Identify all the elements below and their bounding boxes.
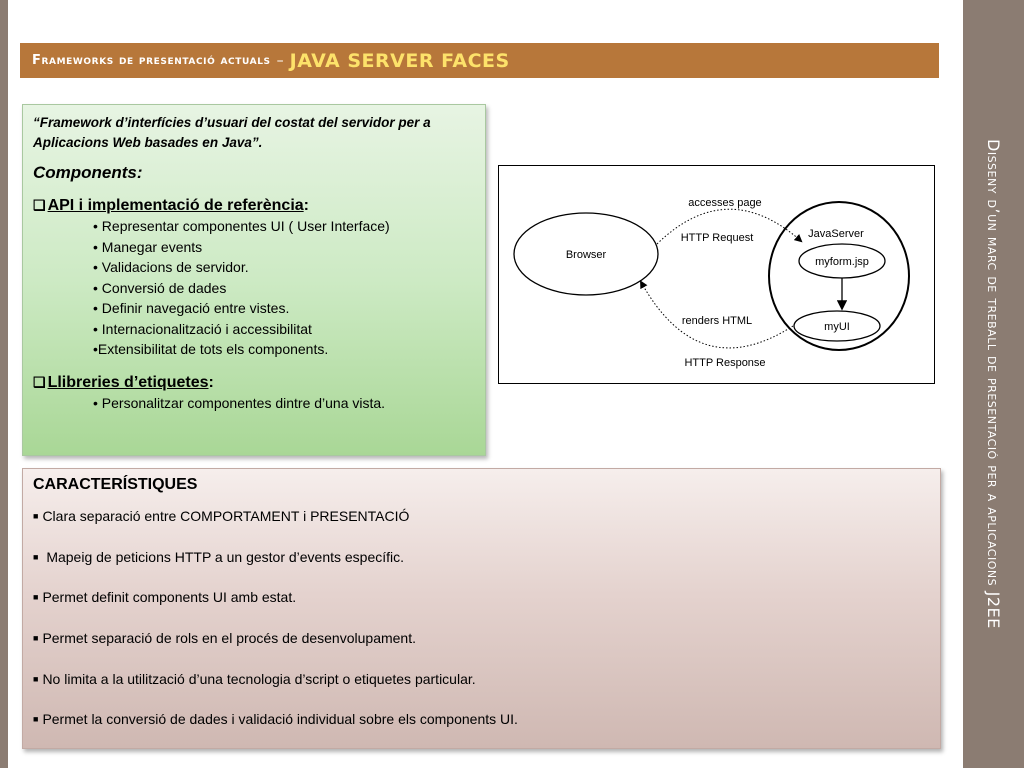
list-item: • Validacions de servidor. (93, 259, 249, 275)
list-item: • Conversió de dades (93, 279, 227, 296)
list-item: ■Permet definit components UI amb estat. (33, 587, 930, 607)
left-accent-bar (0, 0, 8, 768)
characteristics-box: CARACTERÍSTIQUES ■Clara separació entre … (22, 468, 941, 749)
square-bullet-icon: ■ (33, 714, 39, 725)
vertical-title-text: Disseny d’un marc de treball de presenta… (984, 139, 1003, 629)
list-item: • Personalitzar componentes dintre d’una… (93, 394, 386, 411)
list-item: • Representar componentes UI ( User Inte… (93, 218, 390, 234)
definition-box: “Framework d’interfícies d’usuari del co… (22, 104, 486, 456)
list-item: ■No limita a la utilització d’una tecnol… (33, 669, 930, 689)
characteristics-list: ■Clara separació entre COMPORTAMENT i PR… (33, 506, 930, 729)
response-arrow (640, 280, 794, 349)
slide-title-prefix: Frameworks de presentació actuals (32, 53, 271, 68)
section-heading-tags-suffix: : (208, 373, 214, 391)
list-item-text: Permet la conversió de dades i validació… (42, 711, 518, 728)
slide-title-bar: Frameworks de presentació actuals – JAVA… (20, 43, 939, 78)
list-item: • Manegar events (93, 238, 203, 255)
square-bullet-icon: ■ (33, 551, 39, 562)
right-title-bar (963, 0, 1024, 768)
list-item: • Internacionalització i accessibilitat (93, 320, 312, 337)
list-item: ■Permet separació de rols en el procés d… (33, 628, 930, 648)
tags-feature-list: • Personalitzar componentes dintre d’una… (93, 393, 475, 414)
browser-ellipse (513, 212, 659, 296)
square-bullet-icon: ■ (33, 511, 39, 521)
browser-label: Browser (566, 249, 607, 261)
section-heading-api: ❑API i implementació de referència: (33, 197, 475, 215)
characteristics-heading: CARACTERÍSTIQUES (33, 476, 198, 493)
square-bullet-icon: ■ (33, 592, 39, 603)
list-item-text: Mapeig de peticions HTTP a un gestor d’e… (42, 548, 405, 565)
list-item: ■Permet la conversió de dades i validaci… (33, 709, 930, 729)
square-bullet-icon: ■ (33, 633, 39, 644)
api-feature-list: • Representar componentes UI ( User Inte… (93, 216, 475, 360)
response-label: HTTP Response (684, 357, 765, 369)
renders-label: renders HTML (682, 315, 752, 327)
list-item: ■ Mapeig de peticions HTTP a un gestor d… (33, 547, 930, 567)
list-item: • Definir navegació entre vistes. (93, 300, 290, 316)
diagram-svg: Browser JavaServer myform.jsp myUI acces… (513, 197, 910, 369)
list-item: •Extensibilitat de tots els components. (93, 341, 329, 357)
page-label: myform.jsp (815, 256, 869, 268)
checkbox-bullet-icon: ❑ (33, 197, 46, 213)
checkbox-bullet-icon: ❑ (33, 373, 46, 390)
ui-label: myUI (824, 321, 850, 333)
server-ellipse (768, 201, 910, 351)
section-heading-tags-text: Llibreries d’etiquetes (47, 373, 209, 391)
list-item-text: Clara separació entre COMPORTAMENT i PRE… (42, 508, 410, 524)
list-item: ■Clara separació entre COMPORTAMENT i PR… (33, 506, 930, 526)
slide-title-main: JAVA SERVER FACES (289, 49, 510, 72)
components-heading: Components: (33, 163, 143, 182)
square-bullet-icon: ■ (33, 673, 39, 684)
jsf-request-diagram: Browser JavaServer myform.jsp myUI acces… (498, 165, 935, 384)
list-item-text: Permet separació de rols en el procés de… (42, 630, 416, 647)
server-label: JavaServer (808, 228, 864, 240)
ui-ellipse (793, 310, 881, 342)
accesses-label: accesses page (688, 197, 761, 209)
list-item-text: No limita a la utilització d’una tecnolo… (42, 670, 476, 687)
request-label: HTTP Request (681, 232, 754, 244)
slide-title-dash: – (276, 52, 284, 69)
vertical-title: Disseny d’un marc de treball de presenta… (963, 0, 1024, 768)
section-heading-api-text: API i implementació de referència (47, 197, 304, 214)
section-heading-api-suffix: : (303, 197, 309, 214)
section-heading-tags: ❑Llibreries d’etiquetes: (33, 374, 475, 392)
definition-quote: “Framework d’interfícies d’usuari del co… (33, 115, 431, 150)
list-item-text: Permet definit components UI amb estat. (42, 589, 297, 606)
request-arrow (656, 208, 803, 245)
